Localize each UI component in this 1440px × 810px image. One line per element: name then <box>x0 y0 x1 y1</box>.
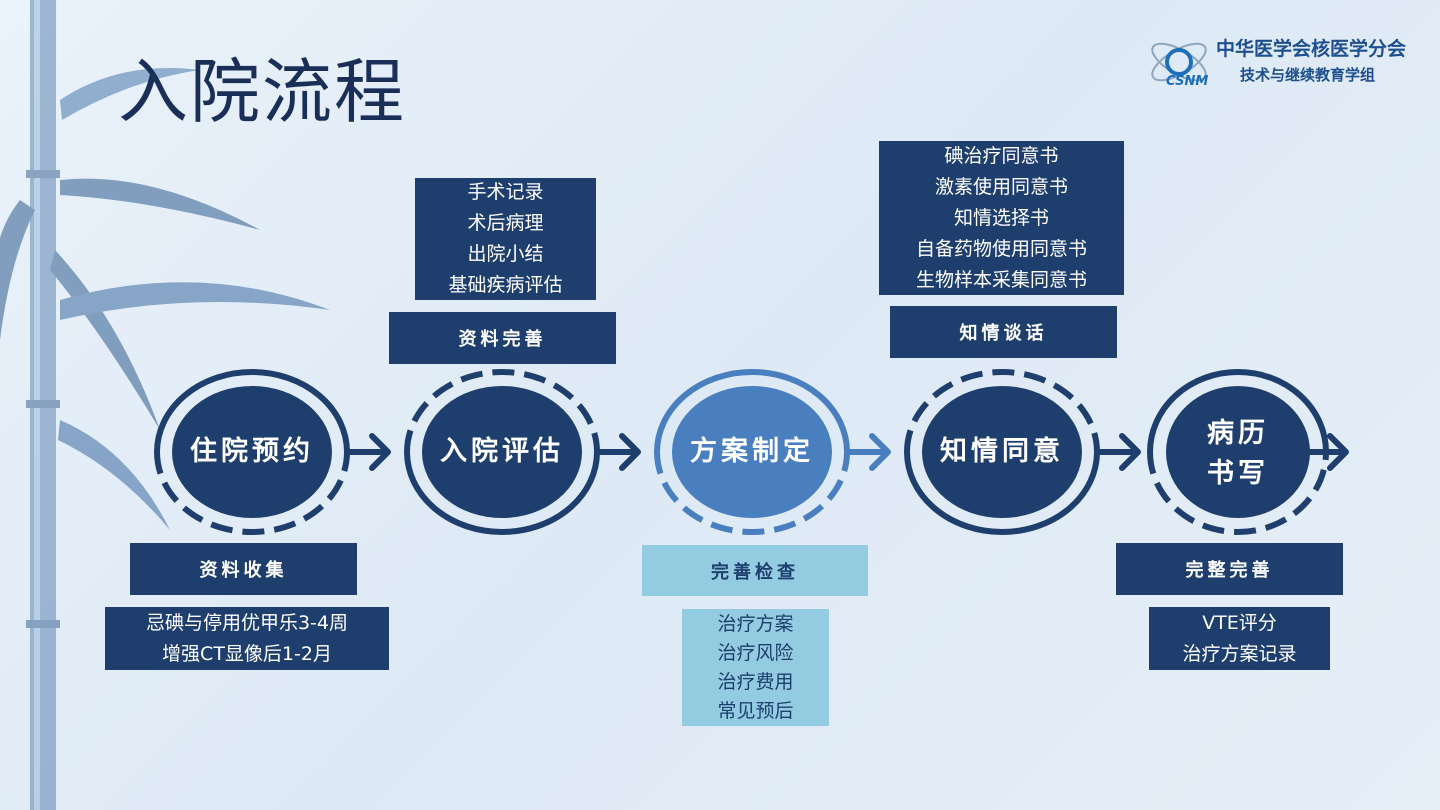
step4-items: 碘治疗同意书 激素使用同意书 知情选择书 自备药物使用同意书 生物样本采集同意书 <box>879 141 1124 295</box>
list-item: 自备药物使用同意书 <box>915 237 1087 260</box>
list-item: 手术记录 <box>467 181 544 203</box>
step-circle-2 <box>404 369 638 535</box>
step-label-1: 住院预约 <box>190 436 314 467</box>
list-item: 治疗方案 <box>717 612 794 635</box>
step-circle-4 <box>904 369 1138 535</box>
step-label-3: 方案制定 <box>690 436 814 467</box>
step-label-4: 知情同意 <box>940 436 1064 467</box>
atom-logo-icon <box>1151 42 1207 82</box>
list-item: 出院小结 <box>467 243 544 265</box>
step-label-5-line1: 病历 <box>1207 418 1269 449</box>
step1-header: 资料收集 <box>130 543 357 595</box>
list-item: 激素使用同意书 <box>934 175 1068 198</box>
logo-line1: 中华医学会核医学分会 <box>1216 38 1407 60</box>
bamboo-decoration <box>0 0 330 810</box>
step-circle-5 <box>1147 369 1346 535</box>
list-item: 碘治疗同意书 <box>944 144 1059 167</box>
step3-header: 完善检查 <box>642 545 868 596</box>
arrow-icon <box>600 436 638 468</box>
list-item: 忌碘与停用优甲乐3-4周 <box>145 611 349 634</box>
list-item: 术后病理 <box>467 212 544 234</box>
step2-items: 手术记录 术后病理 出院小结 基础疾病评估 <box>415 178 596 300</box>
logo-line2: 技术与继续教育学组 <box>1240 66 1376 84</box>
step2-header: 资料完善 <box>389 312 616 364</box>
list-item: 常见预后 <box>717 699 794 722</box>
step1-items: 忌碘与停用优甲乐3-4周 增强CT显像后1-2月 <box>105 607 389 670</box>
step4-header: 知情谈话 <box>890 306 1117 358</box>
list-item: 基础疾病评估 <box>448 274 563 296</box>
step-label-5-line2: 书写 <box>1207 458 1269 489</box>
arrow-icon <box>850 436 888 468</box>
step-circle-3 <box>654 369 888 535</box>
step5-items: VTE评分 治疗方案记录 <box>1149 607 1330 670</box>
list-item: 生物样本采集同意书 <box>915 268 1087 291</box>
list-item: 知情选择书 <box>953 206 1049 229</box>
arrow-icon <box>1100 436 1138 468</box>
list-item: 治疗风险 <box>717 641 794 664</box>
page-title: 入院流程 <box>118 51 406 133</box>
step-circle-1 <box>154 369 388 535</box>
step5-header: 完整完善 <box>1116 543 1343 595</box>
list-item: 增强CT显像后1-2月 <box>162 642 332 665</box>
csnm-logo: CSNM 中华医学会核医学分会 技术与继续教育学组 <box>1144 28 1424 98</box>
logo-mark: CSNM <box>1166 74 1209 89</box>
step-label-2: 入院评估 <box>440 436 564 467</box>
list-item: 治疗费用 <box>717 670 794 693</box>
list-item: 治疗方案记录 <box>1182 642 1297 665</box>
arrow-icon <box>350 436 388 468</box>
step3-items: 治疗方案 治疗风险 治疗费用 常见预后 <box>682 609 829 726</box>
list-item: VTE评分 <box>1202 611 1277 634</box>
